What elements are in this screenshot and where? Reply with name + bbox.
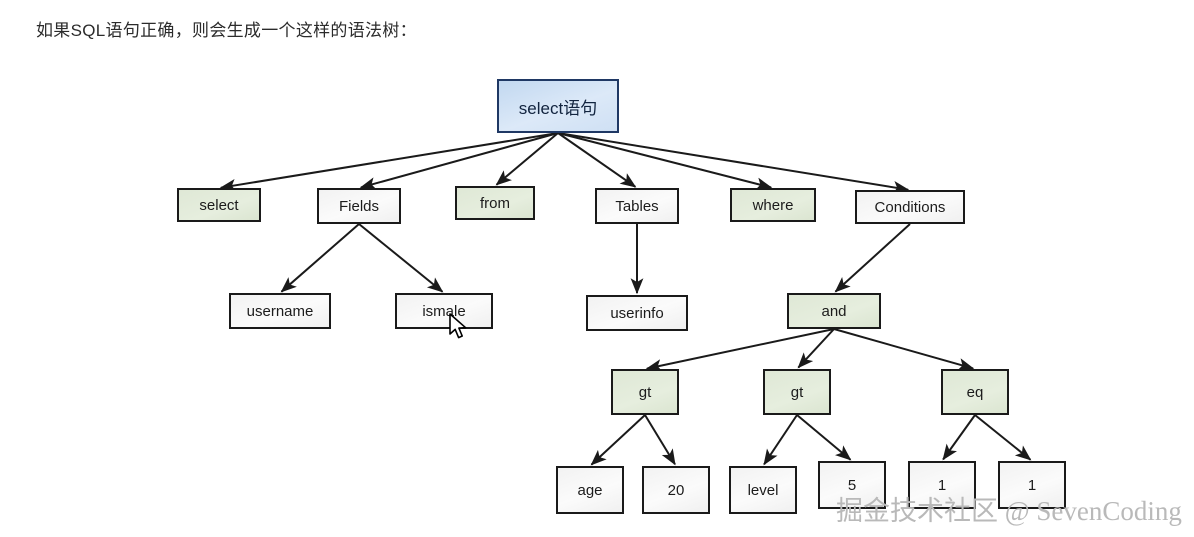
tree-node-label: eq [966, 383, 984, 401]
tree-node-five[interactable]: 5 [818, 461, 886, 509]
tree-node-and[interactable]: and [787, 293, 881, 329]
page-title: 如果SQL语句正确，则会生成一个这样的语法树： [36, 21, 417, 40]
tree-node-conditions[interactable]: Conditions [855, 190, 965, 224]
tree-edge-fields-to-ismale [358, 223, 444, 293]
tree-node-from[interactable]: from [455, 186, 535, 220]
tree-edge-and-to-gt1 [645, 328, 835, 372]
tree-node-one2[interactable]: 1 [998, 461, 1066, 509]
tree-node-where[interactable]: where [730, 188, 816, 222]
tree-node-label: Conditions [874, 198, 946, 216]
tree-edge-root-to-where [557, 132, 773, 191]
tree-edge-eq-to-one1 [942, 414, 976, 461]
tree-node-label: where [752, 196, 794, 214]
tree-edge-root-to-conditions [557, 132, 910, 194]
tree-edge-root-to-select [219, 132, 559, 192]
tree-edge-conditions-to-and [834, 223, 911, 293]
tree-node-label: userinfo [610, 304, 664, 322]
tree-node-select[interactable]: select [177, 188, 261, 222]
tree-node-userinfo[interactable]: userinfo [586, 295, 688, 331]
tree-node-root[interactable]: select语句 [497, 79, 619, 133]
tree-node-label: 1 [937, 476, 947, 494]
tree-edge-eq-to-one2 [974, 414, 1032, 461]
tree-edge-fields-to-username [280, 223, 360, 293]
tree-node-label: ismale [422, 302, 466, 320]
tree-node-label: 20 [667, 481, 685, 499]
tree-node-label: gt [790, 383, 804, 401]
tree-node-label: username [246, 302, 314, 320]
tree-node-username[interactable]: username [229, 293, 331, 329]
tree-node-label: 5 [847, 476, 857, 494]
tree-edge-gt2-to-level [763, 414, 798, 466]
tree-node-label: Fields [338, 197, 379, 215]
tree-edge-gt1-to-20 [644, 414, 676, 466]
tree-node-tables[interactable]: Tables [595, 188, 679, 224]
tree-edge-root-to-fields [359, 132, 559, 190]
tree-node-label: from [480, 194, 510, 212]
tree-node-label: select [199, 196, 239, 214]
tree-node-eq[interactable]: eq [941, 369, 1009, 415]
tree-node-gt1[interactable]: gt [611, 369, 679, 415]
tree-node-fields[interactable]: Fields [317, 188, 401, 224]
tree-node-age[interactable]: age [556, 466, 624, 514]
tree-node-ismale[interactable]: ismale [395, 293, 493, 329]
tree-node-label: level [747, 481, 779, 499]
tree-edge-root-to-from [495, 132, 559, 186]
tree-node-20[interactable]: 20 [642, 466, 710, 514]
tree-node-level[interactable]: level [729, 466, 797, 514]
tree-edge-gt2-to-five [796, 414, 852, 461]
tree-node-label: and [821, 302, 847, 320]
edge-layer [219, 132, 1032, 466]
tree-node-label: 1 [1027, 476, 1037, 494]
tree-node-label: select语句 [518, 98, 598, 118]
tree-node-label: Tables [615, 197, 659, 215]
tree-node-gt2[interactable]: gt [763, 369, 831, 415]
tree-edge-root-to-tables [557, 132, 637, 188]
tree-edge-gt1-to-age [590, 414, 646, 466]
tree-node-label: gt [638, 383, 652, 401]
tree-edge-and-to-eq [833, 328, 975, 371]
tree-edge-and-to-gt2 [797, 328, 835, 369]
tree-node-label: age [577, 481, 603, 499]
tree-node-one1[interactable]: 1 [908, 461, 976, 509]
